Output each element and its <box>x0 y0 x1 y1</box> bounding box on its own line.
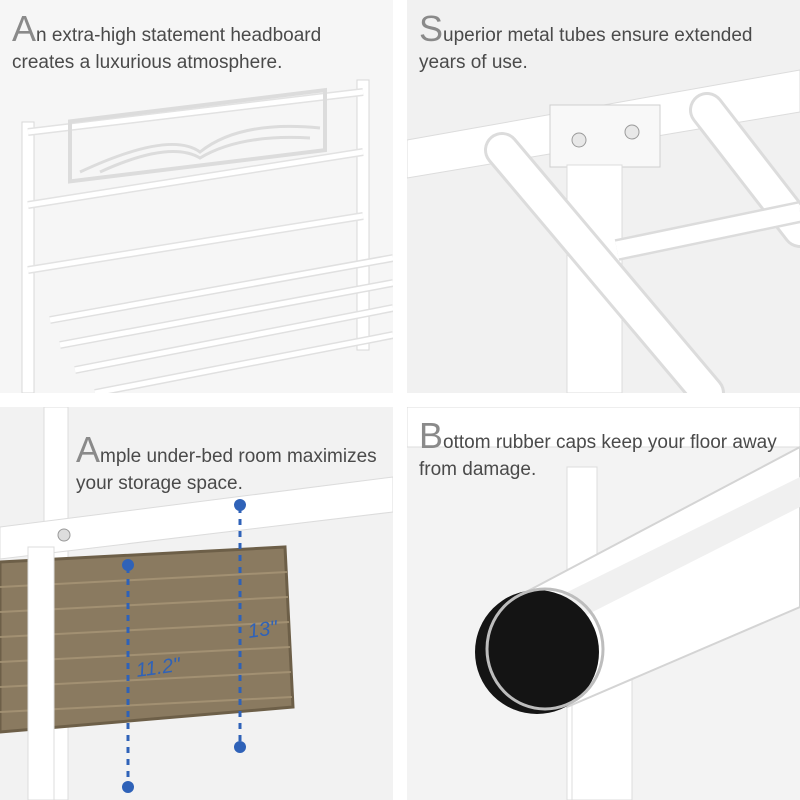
panel-storage: Ample under-bed room maximizes your stor… <box>0 407 393 800</box>
storage-caption-text: mple under-bed room maximizes your stora… <box>76 446 377 494</box>
panel-caps: Bottom rubber caps keep your floor away … <box>407 407 800 800</box>
tubes-illustration <box>407 69 800 393</box>
caps-caption: Bottom rubber caps keep your floor away … <box>419 418 791 483</box>
wicker-basket <box>0 547 293 732</box>
storage-caption-initial: A <box>76 429 101 470</box>
horizontal-divider <box>0 393 800 407</box>
storage-illustration <box>0 407 393 800</box>
panel-headboard: An extra-high statement headboard create… <box>0 0 393 393</box>
headboard-caption-text: n extra-high statement headboard creates… <box>12 25 322 73</box>
dimension-label-tall: 13" <box>246 617 279 643</box>
caps-caption-text: ottom rubber caps keep your floor away f… <box>419 432 777 480</box>
rubber-cap <box>475 590 599 714</box>
headboard-caption-initial: A <box>12 8 37 49</box>
tubes-caption: Superior metal tubes ensure extended yea… <box>419 11 791 76</box>
tubes-caption-text: uperior metal tubes ensure extended year… <box>419 25 753 73</box>
tubes-caption-initial: S <box>419 8 444 49</box>
headboard-caption: An extra-high statement headboard create… <box>12 11 384 76</box>
caps-caption-initial: B <box>419 415 444 456</box>
caps-illustration <box>407 407 800 800</box>
panel-tubes: Superior metal tubes ensure extended yea… <box>407 0 800 393</box>
headboard-illustration <box>21 79 393 393</box>
storage-caption: Ample under-bed room maximizes your stor… <box>76 432 386 497</box>
